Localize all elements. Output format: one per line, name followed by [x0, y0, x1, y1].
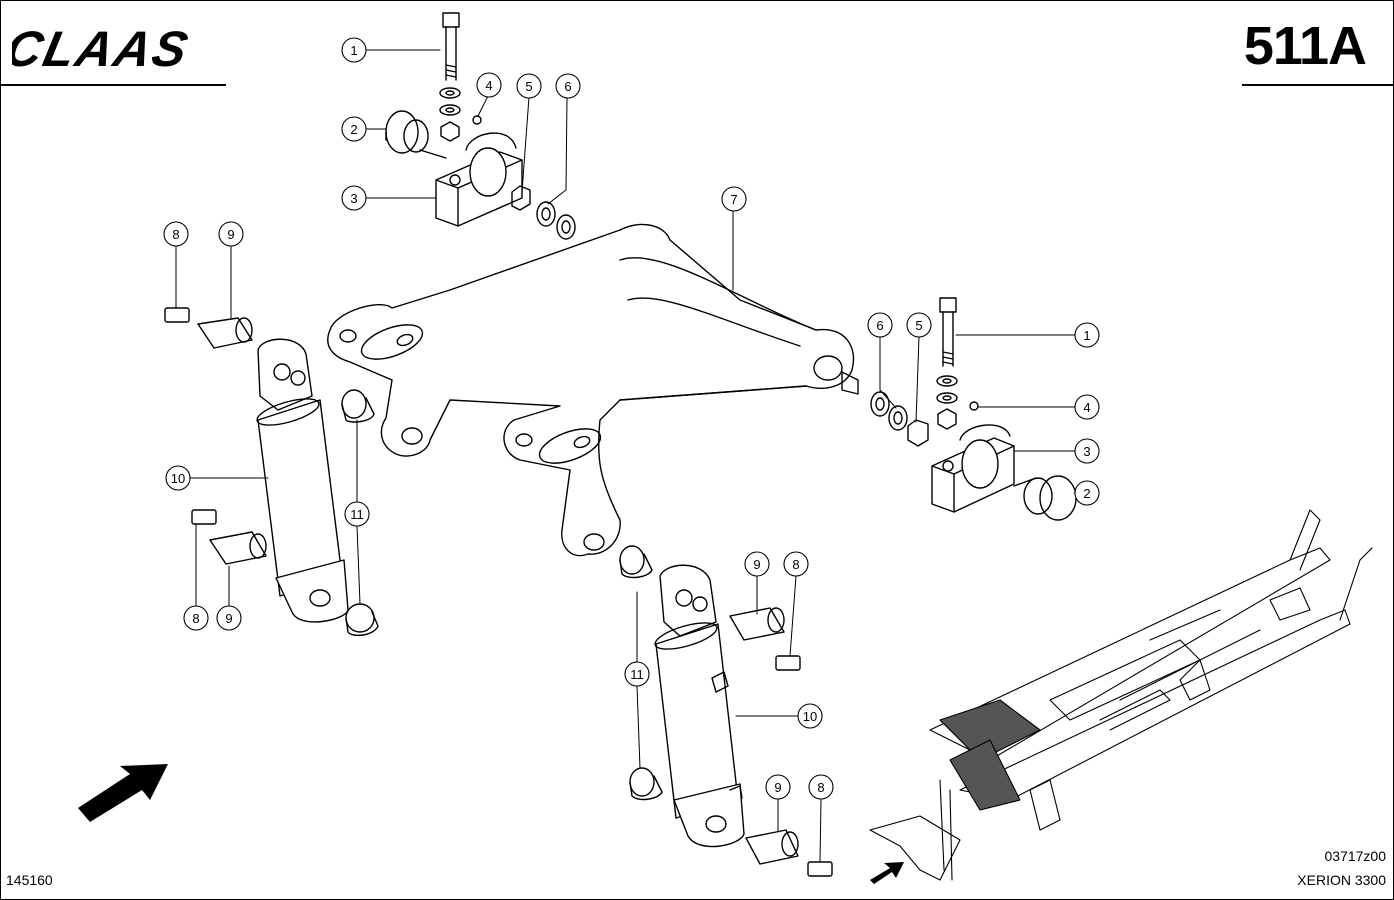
nut-top-left: [440, 121, 460, 142]
callout-5-top: 5: [516, 73, 542, 99]
washer-mid-left-a: [536, 201, 556, 227]
svg-text:8: 8: [792, 557, 799, 572]
svg-text:8: 8: [172, 227, 179, 242]
washer-right-d: [936, 392, 958, 404]
callout-9-right-bottom: 9: [765, 774, 791, 800]
svg-text:6: 6: [564, 79, 571, 94]
image-code: 03717z00: [1324, 848, 1386, 864]
callout-4-top: 4: [476, 72, 502, 98]
callout-1-top-left: 1: [341, 37, 367, 63]
callout-9-right-top: 9: [744, 551, 770, 577]
header-rule-right: [1242, 84, 1394, 86]
bushing-11-left-b: [345, 603, 379, 637]
svg-text:3: 3: [350, 191, 357, 206]
nut-right: [907, 419, 929, 447]
callout-10-right: 10: [797, 703, 823, 729]
callout-9-left-bottom: 9: [216, 605, 242, 631]
callout-5-right: 5: [906, 312, 932, 338]
bushing-9-left-bottom: [209, 531, 267, 565]
svg-text:4: 4: [485, 78, 492, 93]
svg-text:8: 8: [192, 611, 199, 626]
bolt-top-left: [442, 12, 460, 81]
bushing-right: [1013, 475, 1077, 521]
svg-text:4: 4: [1083, 400, 1090, 415]
callout-8-right-bottom: 8: [808, 774, 834, 800]
bearing-housing-right: [931, 424, 1015, 513]
callout-11-left: 11: [344, 501, 370, 527]
header-rule-left: [0, 84, 226, 86]
svg-text:5: 5: [915, 318, 922, 333]
nut-mid-left: [511, 185, 531, 211]
washer-right-a: [870, 391, 890, 417]
svg-text:2: 2: [1083, 486, 1090, 501]
callout-2-right: 2: [1074, 480, 1100, 506]
hydraulic-cylinder-left: [256, 338, 349, 623]
svg-text:9: 9: [774, 780, 781, 795]
svg-text:10: 10: [803, 709, 817, 724]
plate-8-left-bottom: [191, 509, 217, 525]
swing-frame: [327, 223, 859, 557]
page-number: 511A: [1243, 16, 1367, 76]
grease-nipple-right: [969, 401, 979, 411]
washer-right-b: [888, 405, 908, 431]
callout-1-right: 1: [1074, 322, 1100, 348]
svg-text:11: 11: [350, 507, 364, 522]
callout-3-top-left: 3: [341, 185, 367, 211]
callout-3-right: 3: [1074, 438, 1100, 464]
callout-9-left-top: 9: [218, 221, 244, 247]
callout-11-right: 11: [624, 661, 650, 687]
washer-mid-left-b: [556, 214, 576, 240]
washer-top-left-a: [439, 87, 461, 99]
callout-7: 7: [721, 186, 747, 212]
hydraulic-cylinder-right: [654, 564, 745, 848]
nut-right-b: [937, 408, 957, 430]
svg-text:1: 1: [1083, 328, 1090, 343]
plate-8-left-top: [164, 307, 190, 323]
svg-text:8: 8: [817, 780, 824, 795]
svg-text:6: 6: [876, 318, 883, 333]
direction-arrow-small-icon: [870, 862, 904, 884]
callout-8-right-top: 8: [783, 551, 809, 577]
svg-text:9: 9: [227, 227, 234, 242]
washer-right-c: [936, 375, 958, 387]
bushing-11-right-b: [629, 767, 663, 801]
leader-lines: [175, 49, 1076, 863]
svg-text:5: 5: [525, 79, 532, 94]
svg-text:7: 7: [730, 192, 737, 207]
bushing-9-left-top: [197, 317, 253, 349]
plate-8-right-top: [775, 655, 801, 671]
callout-2-top-left: 2: [341, 116, 367, 142]
chassis-overview: [869, 509, 1373, 881]
bushing-top-left: [385, 110, 447, 159]
svg-text:10: 10: [171, 471, 185, 486]
callout-4-right: 4: [1074, 394, 1100, 420]
callout-8-left-bottom: 8: [183, 605, 209, 631]
claas-logo: CLAAS: [12, 22, 194, 72]
svg-text:9: 9: [753, 557, 760, 572]
callout-10-left: 10: [165, 465, 191, 491]
callout-6-right: 6: [867, 312, 893, 338]
svg-text:CLAAS: CLAAS: [12, 22, 194, 72]
bushing-11-right-a: [619, 545, 653, 579]
svg-text:3: 3: [1083, 444, 1090, 459]
model-name: XERION 3300: [1297, 872, 1386, 888]
callout-8-left-top: 8: [163, 221, 189, 247]
svg-text:2: 2: [350, 122, 357, 137]
grease-nipple-top-left: [472, 115, 482, 125]
svg-text:9: 9: [225, 611, 232, 626]
direction-arrow-icon: [78, 764, 168, 822]
svg-text:11: 11: [630, 667, 644, 682]
bearing-housing-top-left: [435, 132, 523, 227]
washer-top-left-b: [439, 104, 461, 116]
bolt-right: [939, 297, 957, 367]
callout-6-top: 6: [555, 73, 581, 99]
drawing-id: 145160: [6, 872, 53, 888]
plate-8-right-bottom: [807, 861, 833, 877]
bushing-11-left-a: [341, 389, 375, 423]
svg-text:1: 1: [350, 43, 357, 58]
bushing-9-right-bottom: [745, 829, 799, 865]
